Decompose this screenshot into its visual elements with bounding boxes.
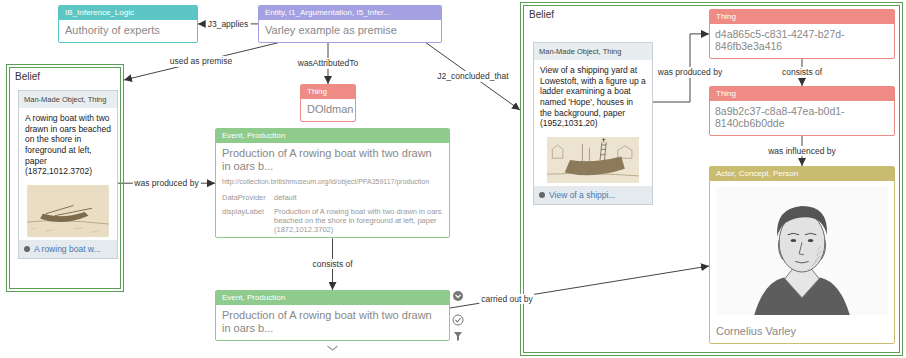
card-title: Production of A rowing boat with two dra… bbox=[216, 305, 449, 340]
drawing-part bbox=[46, 205, 92, 215]
identifier-title: 8a9b2c37-c8a8-47ea-b0d1-8140cb6b0dde bbox=[710, 101, 894, 135]
relation-label: wasAttributedTo bbox=[296, 58, 360, 68]
relation-label: consists of bbox=[780, 67, 824, 77]
identifier-title: d4a865c5-c831-4247-b27d-846fb3e3a416 bbox=[710, 24, 894, 58]
thing-card: Thing8a9b2c37-c8a8-47ea-b0d1-8140cb6b0dd… bbox=[709, 86, 895, 136]
event-card: Event, ProductionProduction of A rowing … bbox=[215, 290, 450, 341]
card-title: Varley example as premise bbox=[259, 20, 441, 42]
concept-card: IB_Inference_LogicAuthority of experts bbox=[58, 5, 198, 43]
drawing-part bbox=[799, 242, 804, 254]
card-title: Authority of experts bbox=[59, 20, 197, 42]
relation-arrow bbox=[124, 43, 278, 80]
type-header: Thing bbox=[301, 85, 355, 99]
type-header: Actor, Concept, Person bbox=[710, 167, 894, 181]
link-label: View of a shippi... bbox=[534, 186, 652, 204]
type-header: Man-Made Object, Thing bbox=[534, 43, 652, 60]
drawing-part bbox=[547, 137, 639, 183]
drawing-part bbox=[618, 146, 632, 158]
drawing-part bbox=[785, 269, 819, 298]
drawing-part bbox=[552, 145, 563, 158]
expand-chevron bbox=[328, 346, 338, 350]
drawing-part bbox=[716, 187, 888, 315]
type-header: Thing bbox=[710, 10, 894, 24]
group-heading: Belief bbox=[10, 68, 120, 86]
image-frame bbox=[710, 181, 894, 321]
type-header: Man-Made Object, Thing bbox=[19, 91, 117, 108]
drawing-part bbox=[812, 246, 822, 266]
drawing-part bbox=[456, 295, 461, 298]
event-card: Event, ProductionProduction of A rowing … bbox=[215, 128, 450, 238]
drawing-part bbox=[565, 156, 625, 175]
drawing-part bbox=[582, 144, 589, 162]
object-card: Man-Made Object, ThingView of a shipping… bbox=[533, 42, 653, 205]
drawing-part bbox=[795, 261, 808, 262]
boat-illustration bbox=[25, 185, 111, 237]
relation-arrow bbox=[426, 43, 520, 110]
property-key: DataProvider bbox=[216, 191, 274, 205]
property-value: Production of A rowing boat with two dra… bbox=[274, 205, 449, 237]
type-header: Event, Production bbox=[216, 129, 449, 143]
drawing-part bbox=[777, 206, 827, 237]
drawing-part bbox=[453, 291, 463, 301]
description: A rowing boat with two drawn in oars bea… bbox=[19, 108, 117, 182]
drawing-part bbox=[31, 227, 100, 232]
link-label: A rowing boat w... bbox=[19, 240, 117, 258]
relation-label: consists of bbox=[310, 259, 354, 269]
description: View of a shipping yard at Lowestoft, wi… bbox=[534, 60, 652, 134]
belief-group: BeliefMan-Made Object, ThingView of a sh… bbox=[520, 2, 903, 356]
property-key: displayLabel bbox=[216, 205, 274, 237]
drawing-part bbox=[27, 185, 109, 237]
drawing-part bbox=[456, 318, 461, 322]
relation-label: J2_concluded_that bbox=[435, 71, 510, 81]
card-title: DOldman bbox=[301, 99, 355, 121]
thing-card: Thingd4a865c5-c831-4247-b27d-846fb3e3a41… bbox=[709, 9, 895, 59]
drawing-part bbox=[454, 332, 462, 341]
belief-group: BeliefMan-Made Object, ThingA rowing boa… bbox=[6, 64, 124, 292]
object-card: Man-Made Object, ThingA rowing boat with… bbox=[18, 90, 118, 259]
image-frame bbox=[534, 134, 652, 186]
connector-group bbox=[118, 24, 802, 308]
relation-label: carried out by bbox=[479, 294, 535, 304]
drawing-part bbox=[791, 239, 797, 242]
relation-arrow bbox=[450, 266, 709, 308]
relation-label: used as premise bbox=[168, 56, 234, 66]
uri-text: http://collection.britishmuseum.org/id/o… bbox=[216, 178, 449, 191]
portrait-illustration bbox=[716, 184, 888, 318]
relation-label: was influenced by bbox=[766, 146, 838, 156]
type-header: Thing bbox=[710, 87, 894, 101]
drawing-part bbox=[779, 240, 826, 259]
relation-label: was produced by bbox=[656, 67, 724, 77]
property-value: default bbox=[274, 191, 449, 205]
relation-label: was produced by bbox=[132, 178, 200, 188]
shipyard-illustration bbox=[540, 137, 646, 183]
node-action-icons bbox=[453, 291, 463, 341]
relation-label: J3_applies bbox=[206, 19, 251, 29]
drawing-part bbox=[808, 239, 814, 242]
type-header: Event, Production bbox=[216, 291, 449, 305]
drawing-part bbox=[453, 315, 463, 325]
argument-card: Entity, I1_Argumentation, I5_Infer...Var… bbox=[258, 5, 442, 43]
card-title: Production of A rowing boat with two dra… bbox=[216, 143, 449, 178]
drawing-part bbox=[328, 346, 338, 350]
drawing-part bbox=[788, 233, 817, 234]
drawing-part bbox=[600, 142, 606, 160]
type-header: IB_Inference_Logic bbox=[59, 6, 197, 20]
person-name: Cornelius Varley bbox=[710, 321, 894, 343]
image-frame bbox=[19, 182, 117, 240]
drawing-part bbox=[602, 138, 606, 142]
person-card: Actor, Concept, Person Cornelius Varley bbox=[709, 166, 895, 344]
type-header: Entity, I1_Argumentation, I5_Infer... bbox=[259, 6, 441, 20]
thing-card: ThingDOldman bbox=[300, 84, 356, 122]
